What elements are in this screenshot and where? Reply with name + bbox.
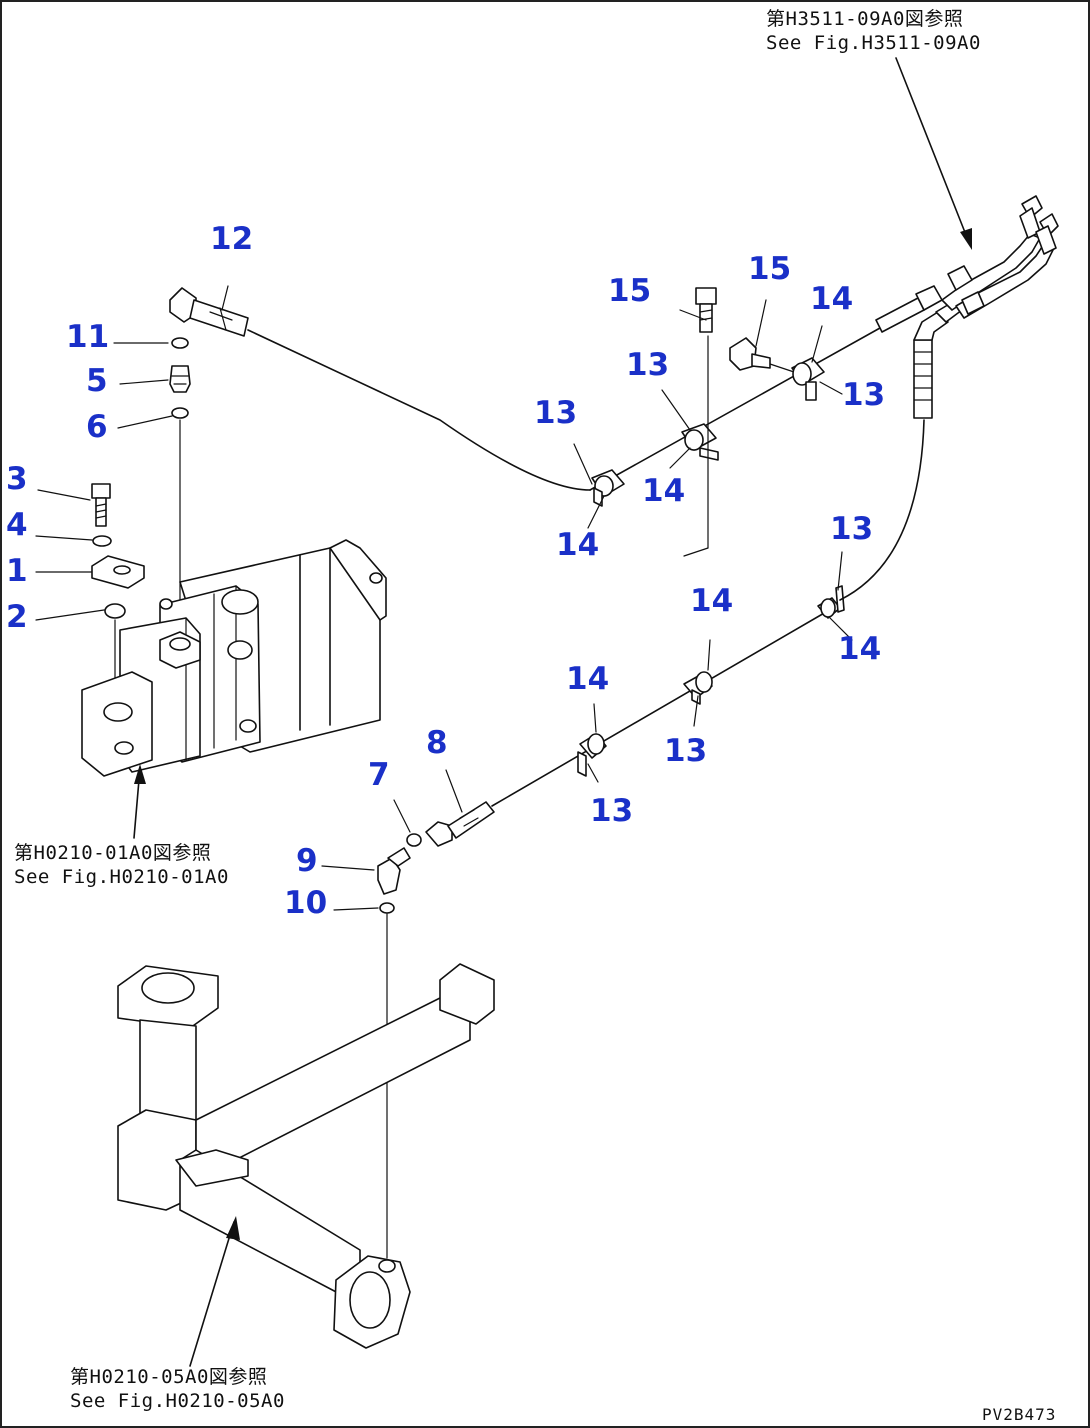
drawing-code: PV2B473 <box>982 1405 1057 1424</box>
callout-1: 1 <box>6 553 28 589</box>
callout-14a: 14 <box>810 281 854 317</box>
pump-reference-arrow <box>133 764 146 839</box>
callout-14c: 14 <box>556 527 600 563</box>
washer-4 <box>92 535 112 547</box>
tube-upper <box>589 285 943 491</box>
top-right-reference-arrow <box>895 57 972 250</box>
callout-14f: 14 <box>566 661 610 697</box>
ref-tank-jp: 第H0210-05A0図参照 <box>70 1366 268 1388</box>
clamp-upper-3 <box>791 357 825 401</box>
callout-13b: 13 <box>626 347 670 383</box>
hydraulic-pump <box>81 539 387 777</box>
clamp-lower-3 <box>817 585 845 619</box>
callout-6: 6 <box>86 409 108 445</box>
callout-8: 8 <box>426 725 448 761</box>
ref-top-right-jp: 第H3511-09A0図参照 <box>766 8 964 30</box>
hose-top-right <box>941 195 1059 319</box>
tank-reference-arrow <box>189 1216 240 1367</box>
callout-12: 12 <box>210 221 254 257</box>
callout-7: 7 <box>368 757 390 793</box>
callout-5: 5 <box>86 363 108 399</box>
hose-12 <box>169 287 591 491</box>
ref-tank-en: See Fig.H0210-05A0 <box>70 1390 285 1412</box>
clamp-lower-2 <box>683 671 713 705</box>
oring-6 <box>171 407 189 419</box>
callout-9: 9 <box>296 843 318 879</box>
hydraulic-tank <box>117 963 495 1349</box>
bolt-3 <box>91 483 111 527</box>
callout-14d: 14 <box>838 631 882 667</box>
callout-3: 3 <box>6 461 28 497</box>
oring-10 <box>379 902 395 914</box>
callout-13a: 13 <box>842 377 886 413</box>
elbow-9 <box>377 847 411 895</box>
clamp-upper-1 <box>591 469 625 507</box>
hose-return-end <box>913 299 963 419</box>
clamp-upper-2 <box>681 423 719 461</box>
callout-15b: 15 <box>748 251 792 287</box>
oring-2 <box>104 603 126 619</box>
assembly-line-15a-end <box>683 547 709 557</box>
elbow-fitting-5 <box>169 365 191 393</box>
callout-10: 10 <box>284 885 328 921</box>
ref-pump-jp: 第H0210-01A0図参照 <box>14 842 212 864</box>
oring-7 <box>406 833 422 847</box>
callout-15a: 15 <box>608 273 652 309</box>
leader-lines <box>35 285 853 911</box>
callout-4: 4 <box>6 507 28 543</box>
tube-8 <box>425 611 827 847</box>
callout-13d: 13 <box>830 511 874 547</box>
callout-11: 11 <box>66 319 110 355</box>
callout-14b: 14 <box>642 473 686 509</box>
bolt-15-upper <box>695 287 717 333</box>
ref-top-right-en: See Fig.H3511-09A0 <box>766 32 981 54</box>
callout-13c: 13 <box>534 395 578 431</box>
oring-11 <box>171 337 189 349</box>
bolt-15-right <box>729 337 771 371</box>
flange-1 <box>91 555 145 589</box>
callout-2: 2 <box>6 599 28 635</box>
callout-13f: 13 <box>590 793 634 829</box>
clamp-lower-1 <box>577 733 607 777</box>
callout-13e: 13 <box>664 733 708 769</box>
hose-return <box>839 419 925 601</box>
ref-pump-en: See Fig.H0210-01A0 <box>14 866 229 888</box>
callout-14e: 14 <box>690 583 734 619</box>
